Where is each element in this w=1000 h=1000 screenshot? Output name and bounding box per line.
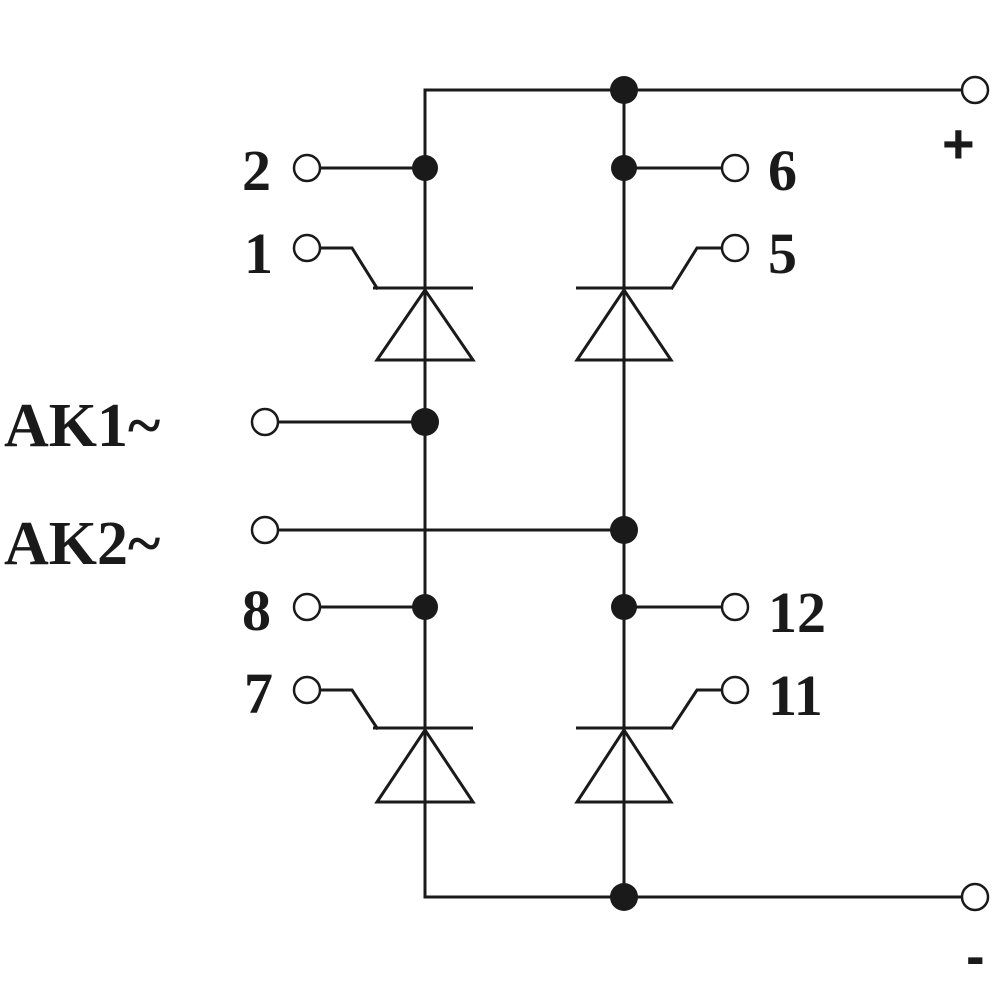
pin-5-label: 5 (768, 221, 797, 286)
junction-nodes (411, 76, 638, 911)
wires (276, 88, 966, 899)
minus-label: - (966, 924, 985, 987)
anode-triangle (574, 727, 674, 804)
junction-dot (611, 594, 637, 620)
labels: 2 1 6 5 AK1~ AK2~ 8 7 12 11 + - (4, 112, 985, 987)
pin-1-label: 1 (244, 221, 273, 286)
pin-2-label: 2 (242, 138, 271, 203)
terminal-plus (960, 75, 990, 105)
thyristor-lower-right (574, 726, 674, 804)
terminal-ak2 (250, 515, 280, 545)
anode-triangle (574, 287, 674, 362)
pin-7-gate-wire (318, 688, 380, 731)
terminal-6 (720, 153, 750, 183)
terminal-2 (292, 153, 322, 183)
anode-triangle (374, 287, 476, 362)
junction-dot (610, 76, 638, 104)
junction-dot (411, 408, 439, 436)
plus-label: + (942, 112, 975, 175)
thyristor-lower-left (373, 726, 476, 804)
thyristors (373, 286, 674, 804)
terminal-ak1 (250, 407, 280, 437)
ak2-label: AK2~ (4, 510, 160, 578)
anode-triangle (374, 727, 476, 804)
thyristor-upper-right (574, 286, 674, 362)
terminal-1 (292, 233, 322, 263)
pin-7-label: 7 (244, 661, 273, 726)
thyristor-upper-left (373, 286, 476, 362)
pin-11-label: 11 (768, 663, 823, 728)
terminal-7 (292, 675, 322, 705)
terminal-11 (720, 675, 750, 705)
terminal-8 (292, 592, 322, 622)
pin-6-label: 6 (768, 138, 797, 203)
pin-8-label: 8 (242, 578, 271, 643)
pin-12-label: 12 (768, 580, 826, 645)
pin-1-gate-wire (318, 246, 380, 291)
terminal-5 (720, 233, 750, 263)
junction-dot (412, 155, 438, 181)
junction-dot (611, 155, 637, 181)
ak1-label: AK1~ (4, 392, 160, 460)
terminals (250, 75, 990, 912)
junction-dot (610, 883, 638, 911)
pin-5-gate-wire (669, 246, 724, 291)
terminal-12 (720, 592, 750, 622)
pin-11-gate-wire (669, 688, 724, 731)
junction-dot (610, 516, 638, 544)
terminal-minus (960, 882, 990, 912)
junction-dot (412, 594, 438, 620)
